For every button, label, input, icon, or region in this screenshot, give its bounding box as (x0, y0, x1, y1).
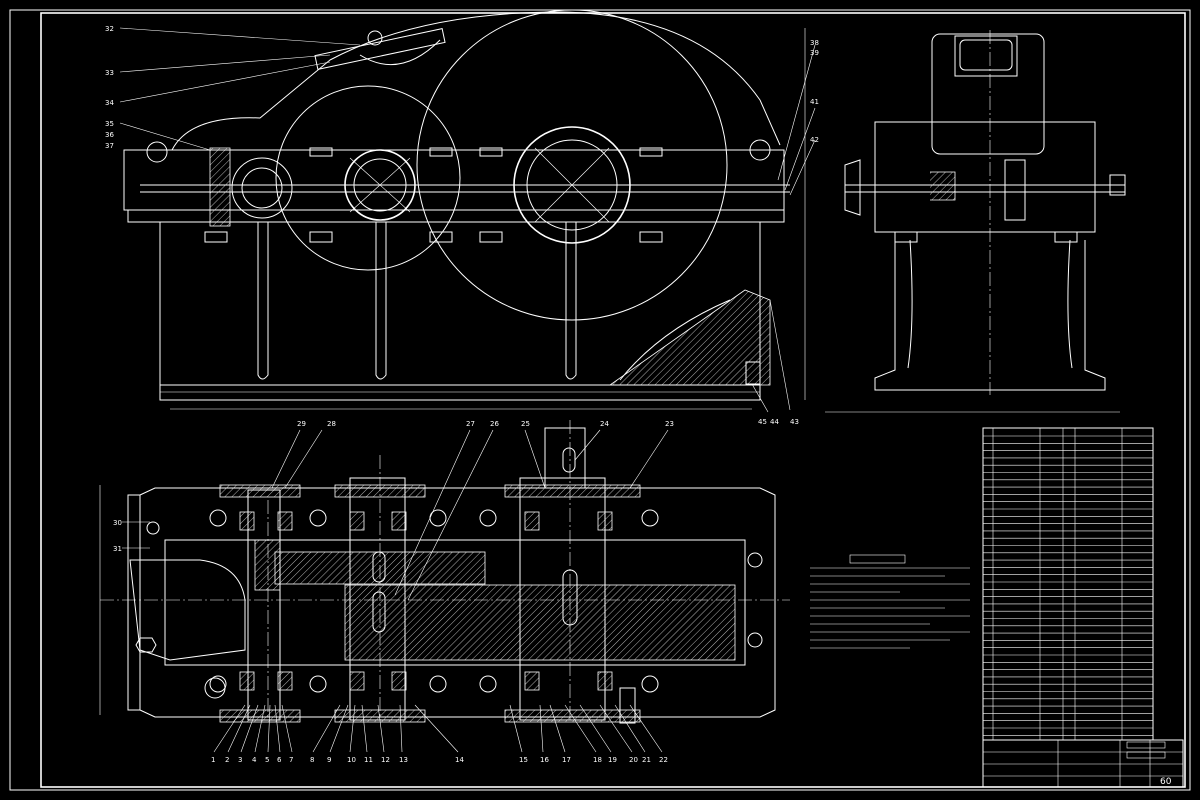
callout-label: 9 (327, 756, 331, 764)
callout-label: 39 (810, 49, 819, 57)
plan-view-bottom-leaders (213, 704, 663, 753)
callout-label: 42 (810, 136, 819, 144)
callout-label: 12 (381, 756, 390, 764)
leader-line (227, 704, 251, 753)
callout-label: 5 (265, 756, 269, 764)
callout-label: 20 (629, 756, 638, 764)
leader-line (377, 704, 385, 753)
callout-label: 19 (608, 756, 617, 764)
leader-line (329, 704, 349, 753)
leader-line (240, 704, 259, 753)
leader-line (281, 704, 293, 753)
callout-label: 36 (105, 131, 114, 139)
callout-label: 25 (521, 420, 530, 428)
callout-label: 13 (399, 756, 408, 764)
callout-label: 34 (105, 99, 114, 107)
leader-line (614, 704, 646, 753)
callout-label: 11 (364, 756, 373, 764)
callout-label: 32 (105, 25, 114, 33)
callout-label: 26 (490, 420, 499, 428)
callout-label: 23 (665, 420, 674, 428)
title-block: 60 (982, 739, 1184, 788)
leader-line (599, 704, 633, 753)
leader-line (213, 704, 246, 753)
leader-line (579, 704, 612, 753)
leader-line (267, 704, 271, 753)
callout-label: 43 (790, 418, 799, 426)
parts-list-rows (983, 435, 1153, 736)
callout-label: 21 (642, 756, 651, 764)
callout-label: 16 (540, 756, 549, 764)
callout-label: 4 (252, 756, 257, 764)
callout-label: 33 (105, 69, 114, 77)
front-view (119, 9, 816, 413)
leader-line (414, 704, 459, 753)
sheet-border (9, 9, 1191, 791)
technical-requirements-block (810, 554, 970, 649)
leader-line (509, 704, 523, 753)
callout-label: 6 (277, 756, 282, 764)
callout-label: 7 (289, 756, 293, 764)
leader-line (274, 704, 281, 753)
parts-list (982, 427, 1154, 741)
leader-line (549, 704, 566, 753)
leader-line (564, 704, 597, 753)
callout-label: 45 (758, 418, 767, 426)
callout-label: 17 (562, 756, 571, 764)
leader-line (399, 704, 403, 753)
callout-label: 44 (770, 418, 779, 426)
plan-view-labels: 29 28 27 26 25 24 23 30 31 (113, 420, 674, 553)
callout-label: 31 (113, 545, 122, 553)
callout-label: 35 (105, 120, 114, 128)
leader-line (539, 704, 544, 753)
callout-label: 3 (238, 756, 242, 764)
side-view (825, 30, 1126, 413)
callout-label: 28 (327, 420, 336, 428)
callout-label: 41 (810, 98, 819, 106)
callout-label: 1 (211, 756, 215, 764)
leader-line (629, 704, 663, 753)
drawing-frame (40, 12, 1186, 788)
callout-label: 15 (519, 756, 528, 764)
callout-label: 18 (593, 756, 602, 764)
leader-line (312, 704, 341, 753)
callout-label: 30 (113, 519, 122, 527)
callout-label: 38 (810, 39, 819, 47)
callout-label: 22 (659, 756, 668, 764)
leader-line (254, 704, 266, 753)
callout-label: 27 (466, 420, 475, 428)
plan-view (99, 420, 790, 724)
front-view-labels: 32 33 34 35 36 37 38 39 41 42 45 44 43 (105, 25, 819, 426)
leader-line (361, 704, 368, 753)
callout-label: 8 (310, 756, 314, 764)
callout-label: 37 (105, 142, 114, 150)
callout-label: 29 (297, 420, 306, 428)
callout-label: 2 (225, 756, 229, 764)
callout-label: 14 (455, 756, 464, 764)
leader-line (349, 704, 356, 753)
sheet-number: 60 (1160, 777, 1172, 787)
callout-label: 10 (347, 756, 356, 764)
callout-label: 24 (600, 420, 609, 428)
